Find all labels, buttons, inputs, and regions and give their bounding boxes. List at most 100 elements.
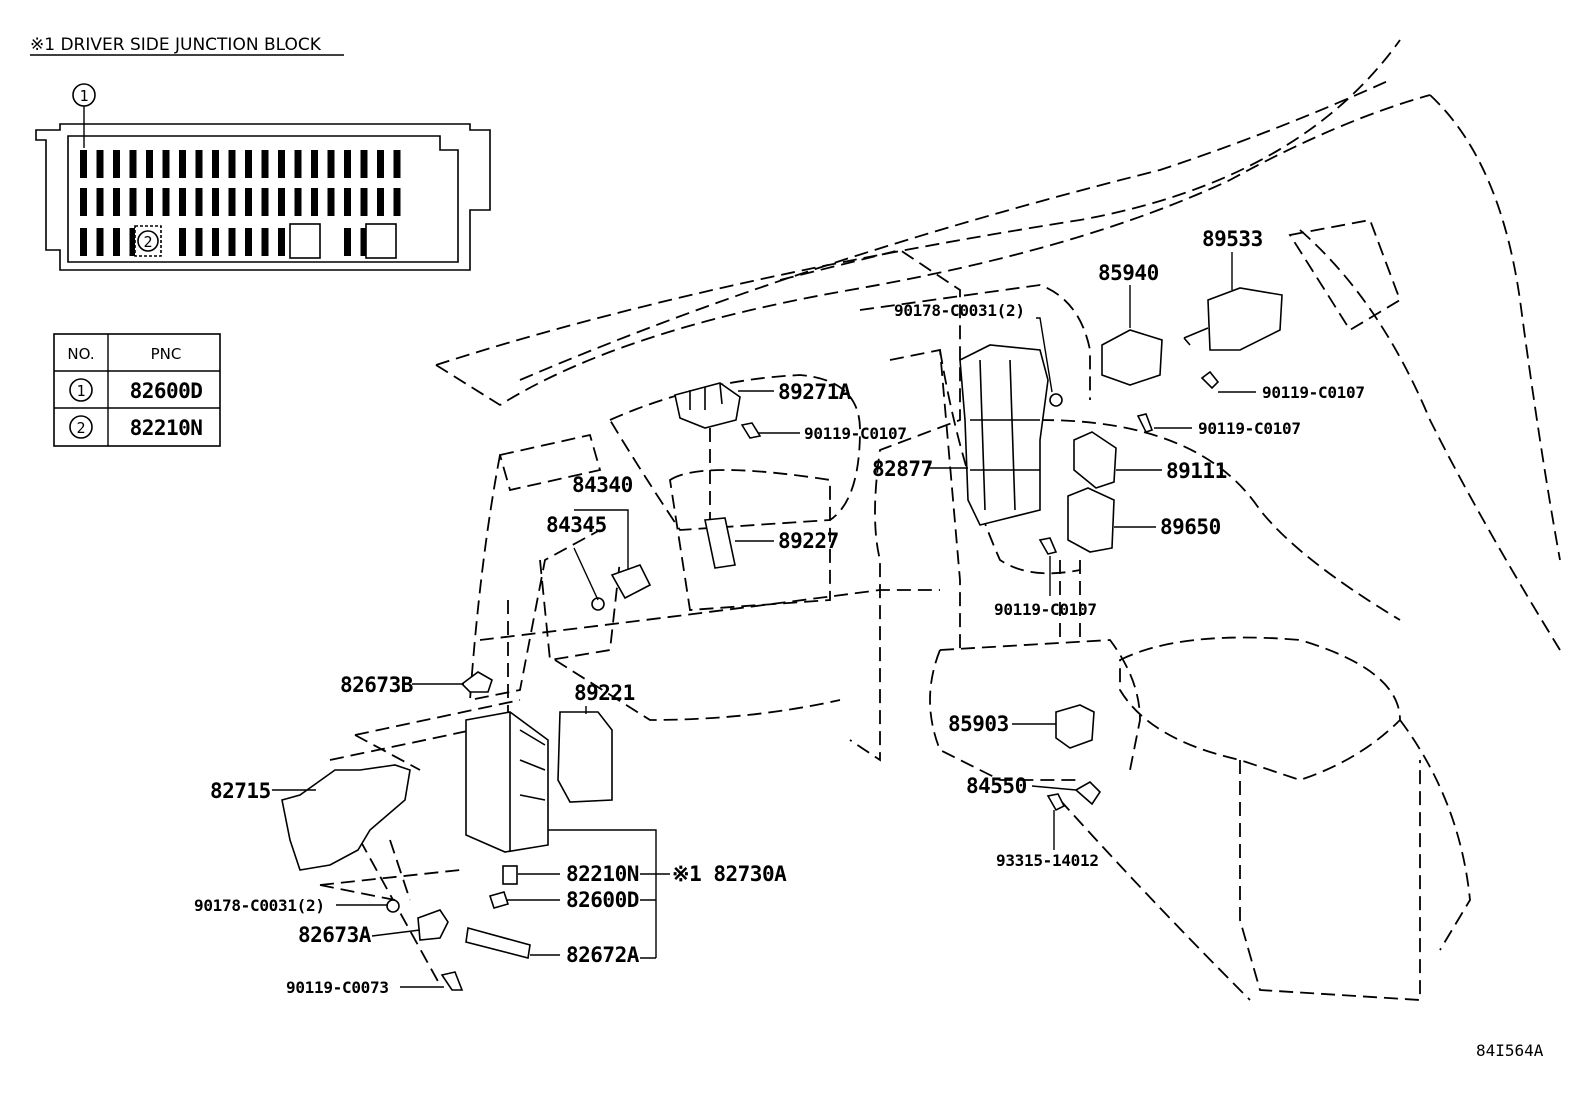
fuse-slot <box>278 150 285 178</box>
callout-1-label: 1 <box>79 87 88 105</box>
part-89271A-shape <box>674 382 741 429</box>
dash-meter-inner <box>669 469 831 611</box>
dash-top-edge <box>435 39 1401 366</box>
fuse-slot <box>311 188 318 216</box>
fuse-slot-array <box>80 150 401 256</box>
fuse-slot <box>162 150 170 178</box>
bolt-90119-C0107-d <box>1038 537 1058 555</box>
part-82210N-shape <box>502 865 518 885</box>
fuse-slot <box>96 150 104 178</box>
part-89533-bracket <box>1183 327 1209 346</box>
fuse-slot <box>195 150 203 178</box>
pnc-table-frame <box>53 333 221 447</box>
leader-90178-C0031-b <box>1036 317 1053 393</box>
fuse-slot <box>212 228 219 256</box>
part-82730A-shape <box>465 711 549 853</box>
fuse-slot <box>162 188 170 216</box>
label-82877: 82877 <box>872 457 933 481</box>
table-row-1-pnc: 82600D <box>130 379 203 403</box>
fuse-slot <box>311 150 318 178</box>
fuse-slot <box>393 188 401 216</box>
junction-block-outline <box>35 123 491 271</box>
nut-90178-C0031-b <box>1049 393 1063 407</box>
dash-jb-leader <box>359 839 441 986</box>
fuse-slot <box>261 188 269 216</box>
dash-right-side <box>1299 229 1561 651</box>
table-row-1-no: 1 <box>76 382 85 400</box>
label-82673B: 82673B <box>340 673 413 697</box>
dash-lower-frame <box>319 869 461 901</box>
dash-upper-edge <box>435 94 1431 407</box>
label-90119-C0107-a: 90119-C0107 <box>804 424 907 443</box>
label-90119-C0107-d: 90119-C0107 <box>994 600 1097 619</box>
dash-vent-left <box>498 433 602 492</box>
fuse-slot <box>129 150 137 178</box>
fuse-slot <box>327 150 335 178</box>
part-89533-shape <box>1207 287 1283 351</box>
label-89227: 89227 <box>778 529 839 553</box>
part-82600D-shape <box>488 891 510 909</box>
label-90178-C0031-a: 90178-C0031(2) <box>194 896 325 915</box>
bolt-90119-C0073 <box>440 971 464 991</box>
nut-90178-C0031-a <box>386 899 400 913</box>
fuse-slot <box>261 228 269 256</box>
leader-84550 <box>1031 785 1077 791</box>
fuse-slot <box>245 188 252 216</box>
fuse-slot <box>129 188 137 216</box>
fuse-slot <box>195 228 203 256</box>
label-89650: 89650 <box>1160 515 1221 539</box>
part-shapes <box>281 287 1283 991</box>
part-84550-shape <box>1074 781 1102 806</box>
part-82730A-detail <box>509 712 546 852</box>
part-82672A-shape <box>465 926 531 959</box>
junction-block-title: ※1 DRIVER SIDE JUNCTION BLOCK <box>30 35 322 55</box>
part-89271A-detail <box>689 383 723 410</box>
pnc-table: NO. PNC 1 82600D 2 82210N <box>53 333 221 447</box>
label-85903: 85903 <box>948 712 1009 736</box>
table-header-pnc: PNC <box>151 345 182 363</box>
part-82715-shape <box>281 764 411 871</box>
fuse-slot <box>146 150 153 178</box>
fuse-slot <box>344 228 351 256</box>
fuse-slot <box>129 228 137 256</box>
dash-armrest-side <box>1239 760 1421 1001</box>
label-84550: 84550 <box>966 774 1027 798</box>
illustration-id: 84I564A <box>1476 1041 1544 1060</box>
part-84345-shape <box>591 597 605 611</box>
dash-windshield-line <box>519 79 1391 381</box>
dash-armrest <box>1119 636 1401 781</box>
relay-slot <box>289 223 321 259</box>
label-85940: 85940 <box>1098 261 1159 285</box>
part-labels: 89271A 90119-C0107 84340 84345 89227 826… <box>194 227 1544 1060</box>
fuse-slot <box>80 188 87 216</box>
fuse-slot <box>228 188 236 216</box>
fuse-slot <box>245 228 252 256</box>
fuse-slot <box>327 188 335 216</box>
dash-knee-panel <box>554 659 841 721</box>
fuse-slot <box>278 228 285 256</box>
fuse-slot <box>212 150 219 178</box>
label-84345: 84345 <box>546 513 607 537</box>
dash-lower-left <box>539 559 621 662</box>
label-82715: 82715 <box>210 779 271 803</box>
part-89227-shape <box>704 517 736 569</box>
label-90119-C0073: 90119-C0073 <box>286 978 389 997</box>
fuse-slot <box>360 228 368 256</box>
dash-lower-panel <box>479 589 940 641</box>
fuse-slot <box>294 188 302 216</box>
leader-82730A-bracket <box>548 829 670 959</box>
dash-right-pillar <box>1429 94 1561 561</box>
dash-center-column <box>939 349 1081 575</box>
label-93315-14012: 93315-14012 <box>996 851 1099 870</box>
label-89533: 89533 <box>1202 227 1263 251</box>
fuse-slot <box>228 150 236 178</box>
fuse-slot <box>393 150 401 178</box>
fuse-slot <box>278 188 285 216</box>
part-84340-shape <box>610 564 652 600</box>
table-row-2-circle <box>69 415 93 439</box>
label-84340: 84340 <box>572 473 633 497</box>
fuse-slot <box>179 188 186 216</box>
fuse-slot <box>245 150 252 178</box>
